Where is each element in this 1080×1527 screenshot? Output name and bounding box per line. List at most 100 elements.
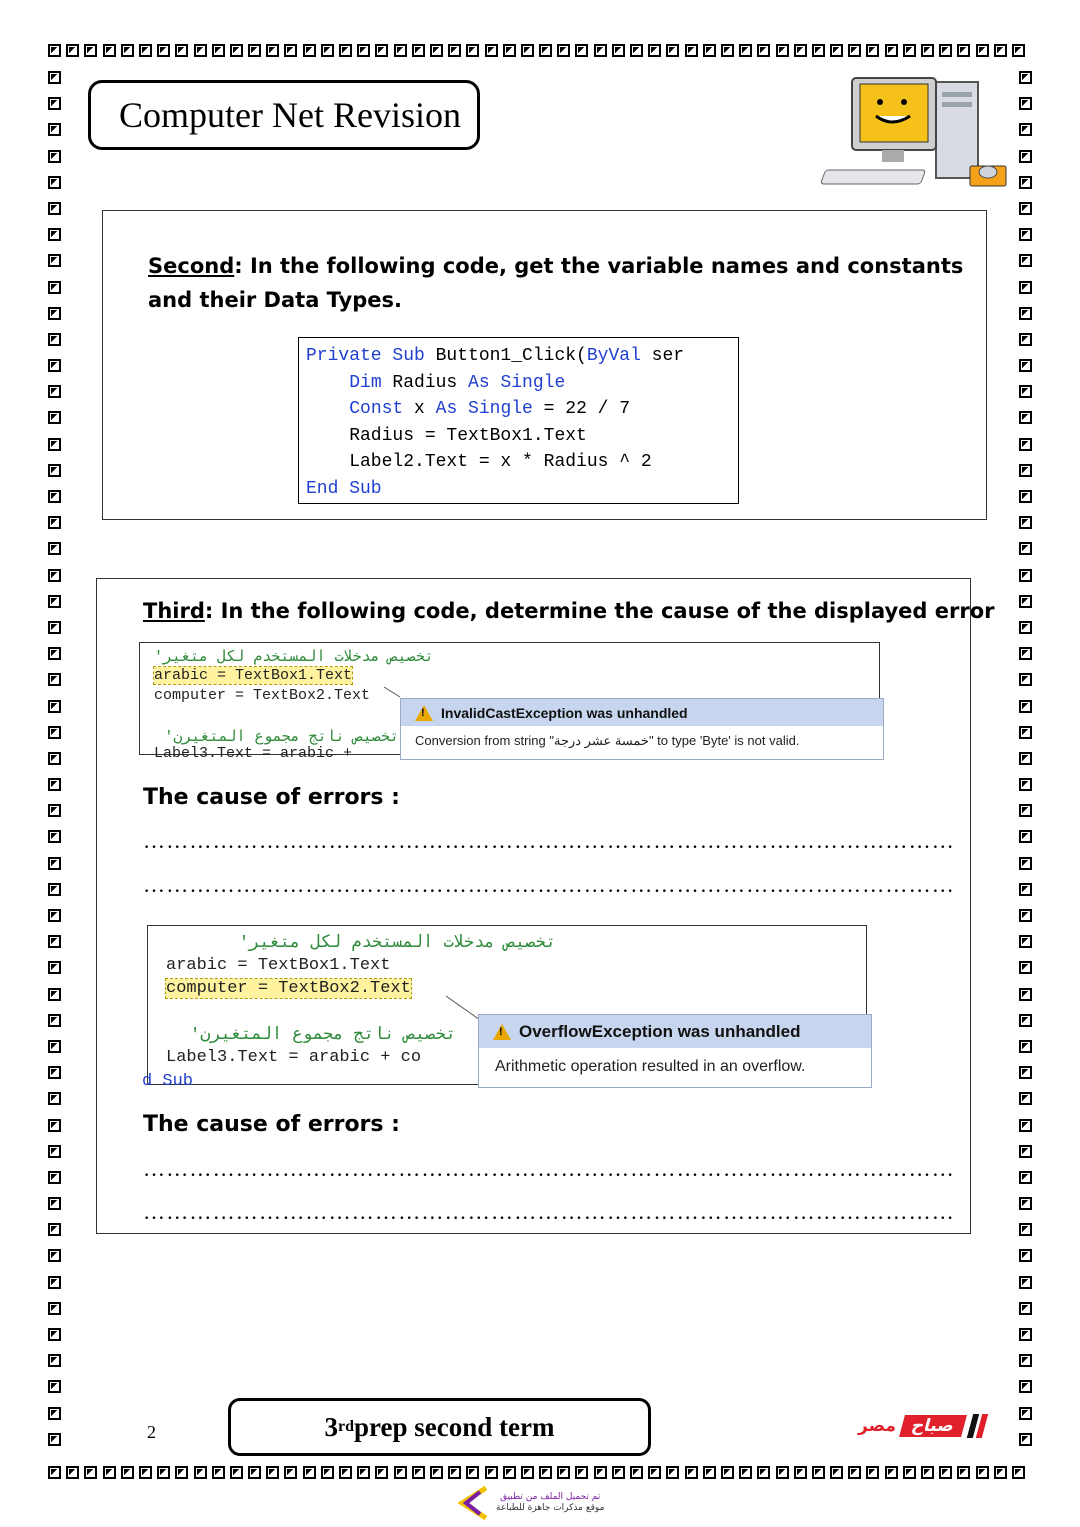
third-text: : In the following code, determine the c…	[204, 599, 995, 623]
border-square	[48, 778, 61, 792]
border-square	[48, 201, 61, 215]
border-square	[993, 44, 1007, 57]
border-square	[48, 1013, 61, 1027]
border-square	[1019, 882, 1032, 896]
border-square	[502, 44, 516, 57]
border-square	[702, 44, 716, 57]
border-square	[902, 44, 916, 57]
exception-popup-1: InvalidCastException was unhandled Conve…	[400, 698, 884, 760]
border-square	[1019, 490, 1032, 503]
border-square	[320, 44, 334, 57]
border-square	[48, 1197, 61, 1211]
border-square	[175, 44, 189, 57]
border-square	[848, 1466, 862, 1479]
border-square	[702, 1466, 716, 1479]
border-square	[666, 44, 680, 57]
border-square	[1019, 149, 1032, 163]
border-square	[84, 44, 98, 57]
border-square	[138, 1466, 152, 1479]
border-square	[1019, 1066, 1032, 1080]
exception-popup-2: OverflowException was unhandled Arithmet…	[478, 1014, 872, 1088]
border-square	[484, 1466, 498, 1479]
border-square	[1019, 699, 1032, 713]
border-square	[193, 44, 207, 57]
border-square	[1019, 516, 1032, 530]
page-border-top	[48, 44, 1030, 57]
border-square	[48, 856, 61, 870]
border-square	[1019, 594, 1032, 608]
border-square	[630, 44, 643, 57]
border-square	[1019, 201, 1032, 215]
border-square	[739, 44, 753, 57]
border-square	[48, 1249, 61, 1263]
border-square	[302, 1466, 316, 1479]
border-square	[48, 97, 61, 111]
border-square	[48, 620, 61, 634]
border-square	[48, 359, 61, 373]
warning-icon	[415, 704, 433, 721]
border-square	[1019, 542, 1032, 556]
border-square	[48, 437, 61, 451]
border-square	[48, 1118, 61, 1132]
border-square	[66, 44, 80, 57]
border-square	[266, 44, 280, 57]
popup-message: Arithmetic operation resulted in an over…	[495, 1057, 806, 1075]
border-square	[1019, 1118, 1032, 1132]
border-square	[1019, 97, 1032, 111]
border-square	[1019, 751, 1032, 765]
border-square	[557, 1466, 571, 1479]
border-square	[957, 1466, 971, 1479]
border-square	[248, 1466, 262, 1479]
border-square	[48, 909, 61, 922]
border-square	[339, 1466, 352, 1479]
code-line: d Sub	[142, 1072, 194, 1091]
border-square	[1019, 647, 1032, 661]
border-square	[921, 1466, 934, 1479]
border-square	[284, 44, 298, 57]
border-square	[175, 1466, 189, 1479]
answer-line: ……………………………………………………………………………………………	[143, 828, 955, 853]
brand-logo: مصر صباح	[858, 1414, 989, 1438]
border-square	[1019, 254, 1032, 268]
border-square	[593, 1466, 607, 1479]
border-square	[1019, 1354, 1032, 1368]
border-square	[757, 44, 771, 57]
border-square	[48, 228, 61, 242]
border-square	[48, 1406, 61, 1420]
code-line: arabic = TextBox1.Text	[152, 666, 354, 685]
border-square	[84, 1466, 98, 1479]
border-square	[48, 987, 61, 1001]
border-square	[211, 44, 225, 57]
border-square	[1019, 935, 1032, 949]
border-square	[48, 1354, 61, 1368]
border-square	[48, 568, 61, 582]
code-line: computer = TextBox2.Text	[165, 978, 412, 999]
code-comment-line: تخصيص ناتج مجموع المتغيرن'	[190, 1026, 456, 1045]
border-square	[229, 44, 243, 57]
border-square	[48, 1144, 61, 1158]
border-square	[157, 44, 171, 57]
border-square	[648, 44, 662, 57]
border-square	[138, 44, 152, 57]
border-square	[211, 1466, 225, 1479]
code-line: arabic = TextBox1.Text	[166, 956, 391, 975]
border-square	[611, 1466, 625, 1479]
border-square	[320, 1466, 334, 1479]
code-line: Label2.Text = x * Radius ^ 2	[306, 452, 652, 472]
page-number: 2	[147, 1422, 156, 1442]
border-square	[48, 71, 61, 84]
border-square	[48, 123, 61, 137]
border-square	[1019, 1013, 1032, 1027]
border-square	[48, 332, 61, 346]
border-square	[1019, 228, 1032, 242]
border-square	[1019, 332, 1032, 346]
border-square	[1019, 804, 1032, 818]
border-square	[284, 1466, 298, 1479]
border-square	[648, 1466, 662, 1479]
border-square	[539, 44, 553, 57]
border-square	[811, 1466, 825, 1479]
border-square	[939, 1466, 953, 1479]
border-square	[266, 1466, 280, 1479]
border-square	[775, 1466, 789, 1479]
